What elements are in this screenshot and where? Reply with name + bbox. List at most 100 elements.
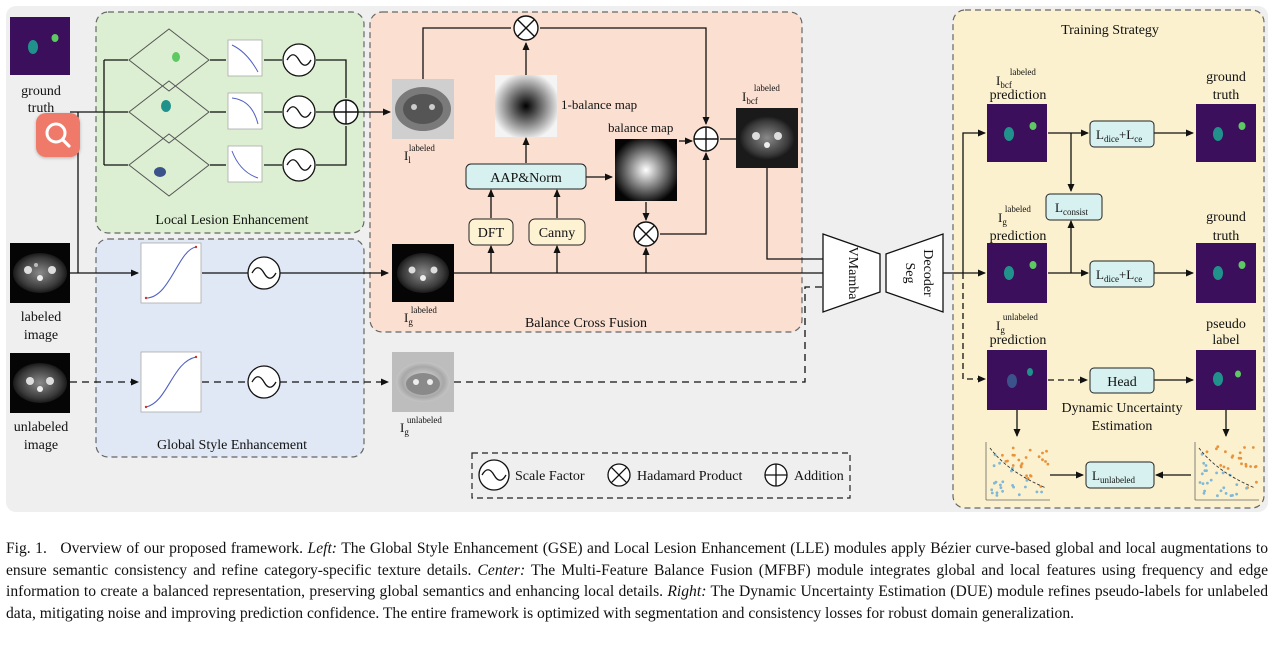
ground-truth-image xyxy=(10,17,70,75)
scatter-dot xyxy=(990,488,994,492)
scatter-dot xyxy=(1202,491,1206,495)
dft-label: DFT xyxy=(478,226,505,241)
scatter-dot xyxy=(1235,483,1239,486)
scatter-dot xyxy=(1013,453,1016,457)
legend-hadamard-label: Hadamard Product xyxy=(637,469,742,484)
decoder-label-1: Seg xyxy=(902,263,917,284)
lle-curve-2 xyxy=(227,92,263,130)
scale-factor-icon xyxy=(247,365,281,399)
il-label: Illabeled xyxy=(404,143,435,165)
pseudo-label-1: pseudo xyxy=(1206,317,1246,332)
loss-1-label: Ldice+Lce xyxy=(1096,127,1142,144)
lle-diamond-1 xyxy=(128,28,210,92)
figure-caption: Fig. 1. Overview of our proposed framewo… xyxy=(6,538,1268,624)
gse-curve-labeled xyxy=(140,242,202,304)
scatter-dot xyxy=(1041,458,1044,462)
scatter-dot xyxy=(998,461,1001,465)
scatter-dot xyxy=(1222,465,1226,469)
il-image xyxy=(392,79,454,139)
loss-box-1 xyxy=(1089,120,1155,148)
hadamard-icon xyxy=(633,221,659,247)
scatter-dot xyxy=(1203,469,1207,472)
scatter-dot xyxy=(1024,456,1028,459)
bcf-lines xyxy=(422,27,833,383)
scatter-dot xyxy=(1255,480,1258,484)
scatter-dot xyxy=(1200,452,1204,456)
pseudo-label-mask xyxy=(1196,350,1256,410)
scatter-dot xyxy=(1239,456,1243,460)
scatter-dot xyxy=(1205,450,1209,454)
loss-unlabeled-label: Lunlabeled xyxy=(1092,468,1135,485)
scatter-dot xyxy=(1037,455,1041,459)
loss-2-label: Ldice+Lce xyxy=(1096,267,1142,284)
scatter-dot xyxy=(990,491,994,495)
lle-title: Local Lesion Enhancement xyxy=(155,213,308,228)
caption-right-text: The Dynamic Uncertainty Estimation (DUE)… xyxy=(6,583,1269,622)
caption-intro: Overview of our proposed framework. xyxy=(60,540,304,557)
scatter-dot xyxy=(1206,481,1209,485)
scatter-dot xyxy=(1243,446,1246,449)
addition-icon xyxy=(693,126,719,152)
uncertainty-scatter-right xyxy=(1194,442,1259,501)
scatter-dot xyxy=(1202,461,1206,465)
addition-icon xyxy=(764,463,788,487)
scatter-dot xyxy=(1004,460,1008,463)
scatter-dot xyxy=(1204,464,1208,467)
unlabeled-image-label-2: image xyxy=(24,438,58,453)
scatter-dot xyxy=(1224,492,1228,495)
scatter-dot xyxy=(1238,451,1242,455)
scatter-dot xyxy=(1240,462,1243,466)
training-lines xyxy=(943,129,1230,479)
scatter-dot xyxy=(1231,454,1235,458)
unlabeled-image xyxy=(10,353,70,413)
head-label: Head xyxy=(1107,375,1137,390)
scatter-dot xyxy=(1254,465,1258,468)
pred3-label-2: prediction xyxy=(990,333,1047,348)
canny-box xyxy=(528,218,586,246)
ig-unlabeled-image xyxy=(392,352,454,412)
scatter-dot xyxy=(1024,485,1027,489)
decoder-label-2: Decoder xyxy=(920,249,935,297)
lle-curve-3 xyxy=(227,145,263,183)
pred2-mask xyxy=(987,243,1047,303)
scatter-dot xyxy=(1010,469,1013,473)
scatter-dot xyxy=(1198,481,1202,484)
scatter-dot xyxy=(992,464,996,468)
ig-image xyxy=(392,244,454,302)
scatter-dot xyxy=(1045,449,1048,453)
balance-map-label: balance map xyxy=(608,120,673,135)
scatter-dot xyxy=(1028,448,1032,452)
pred1-mask xyxy=(987,104,1047,162)
scatter-dot xyxy=(999,486,1003,490)
scatter-dot xyxy=(1216,494,1219,498)
bcf-title: Balance Cross Fusion xyxy=(525,316,647,331)
scatter-dot xyxy=(999,483,1002,487)
scatter-dot xyxy=(1026,477,1030,480)
scatter-dot xyxy=(1200,472,1204,476)
scatter-dot xyxy=(1215,447,1218,451)
legend-addition-label: Addition xyxy=(794,469,844,484)
unlabeled-image-label-1: unlabeled xyxy=(14,420,68,435)
scatter-dot xyxy=(1201,482,1205,485)
caption-center-label: Center: xyxy=(477,561,526,579)
scatter-dot xyxy=(1001,489,1004,493)
hadamard-icon xyxy=(607,463,631,487)
scatter-dot xyxy=(1017,458,1021,462)
scatter-dot xyxy=(1017,493,1021,497)
head-box xyxy=(1089,367,1155,394)
labeled-image-label-1: labeled xyxy=(21,310,61,325)
gt1-label-1: ground xyxy=(1206,70,1246,85)
scatter-dot xyxy=(1040,490,1043,494)
gt2-label-2: truth xyxy=(1213,229,1239,244)
scale-factor-icon xyxy=(282,43,316,77)
scatter-dot xyxy=(995,491,999,495)
scatter-dot xyxy=(1219,464,1223,467)
vmamba-encoder xyxy=(822,233,881,313)
scatter-dot xyxy=(1041,451,1044,455)
dft-box xyxy=(468,218,514,246)
pseudo-label-2: label xyxy=(1212,333,1239,348)
scatter-dot xyxy=(1011,464,1015,467)
caption-right-label: Right: xyxy=(667,583,707,600)
search-button[interactable] xyxy=(36,113,80,157)
scatter-dot xyxy=(1203,489,1206,493)
